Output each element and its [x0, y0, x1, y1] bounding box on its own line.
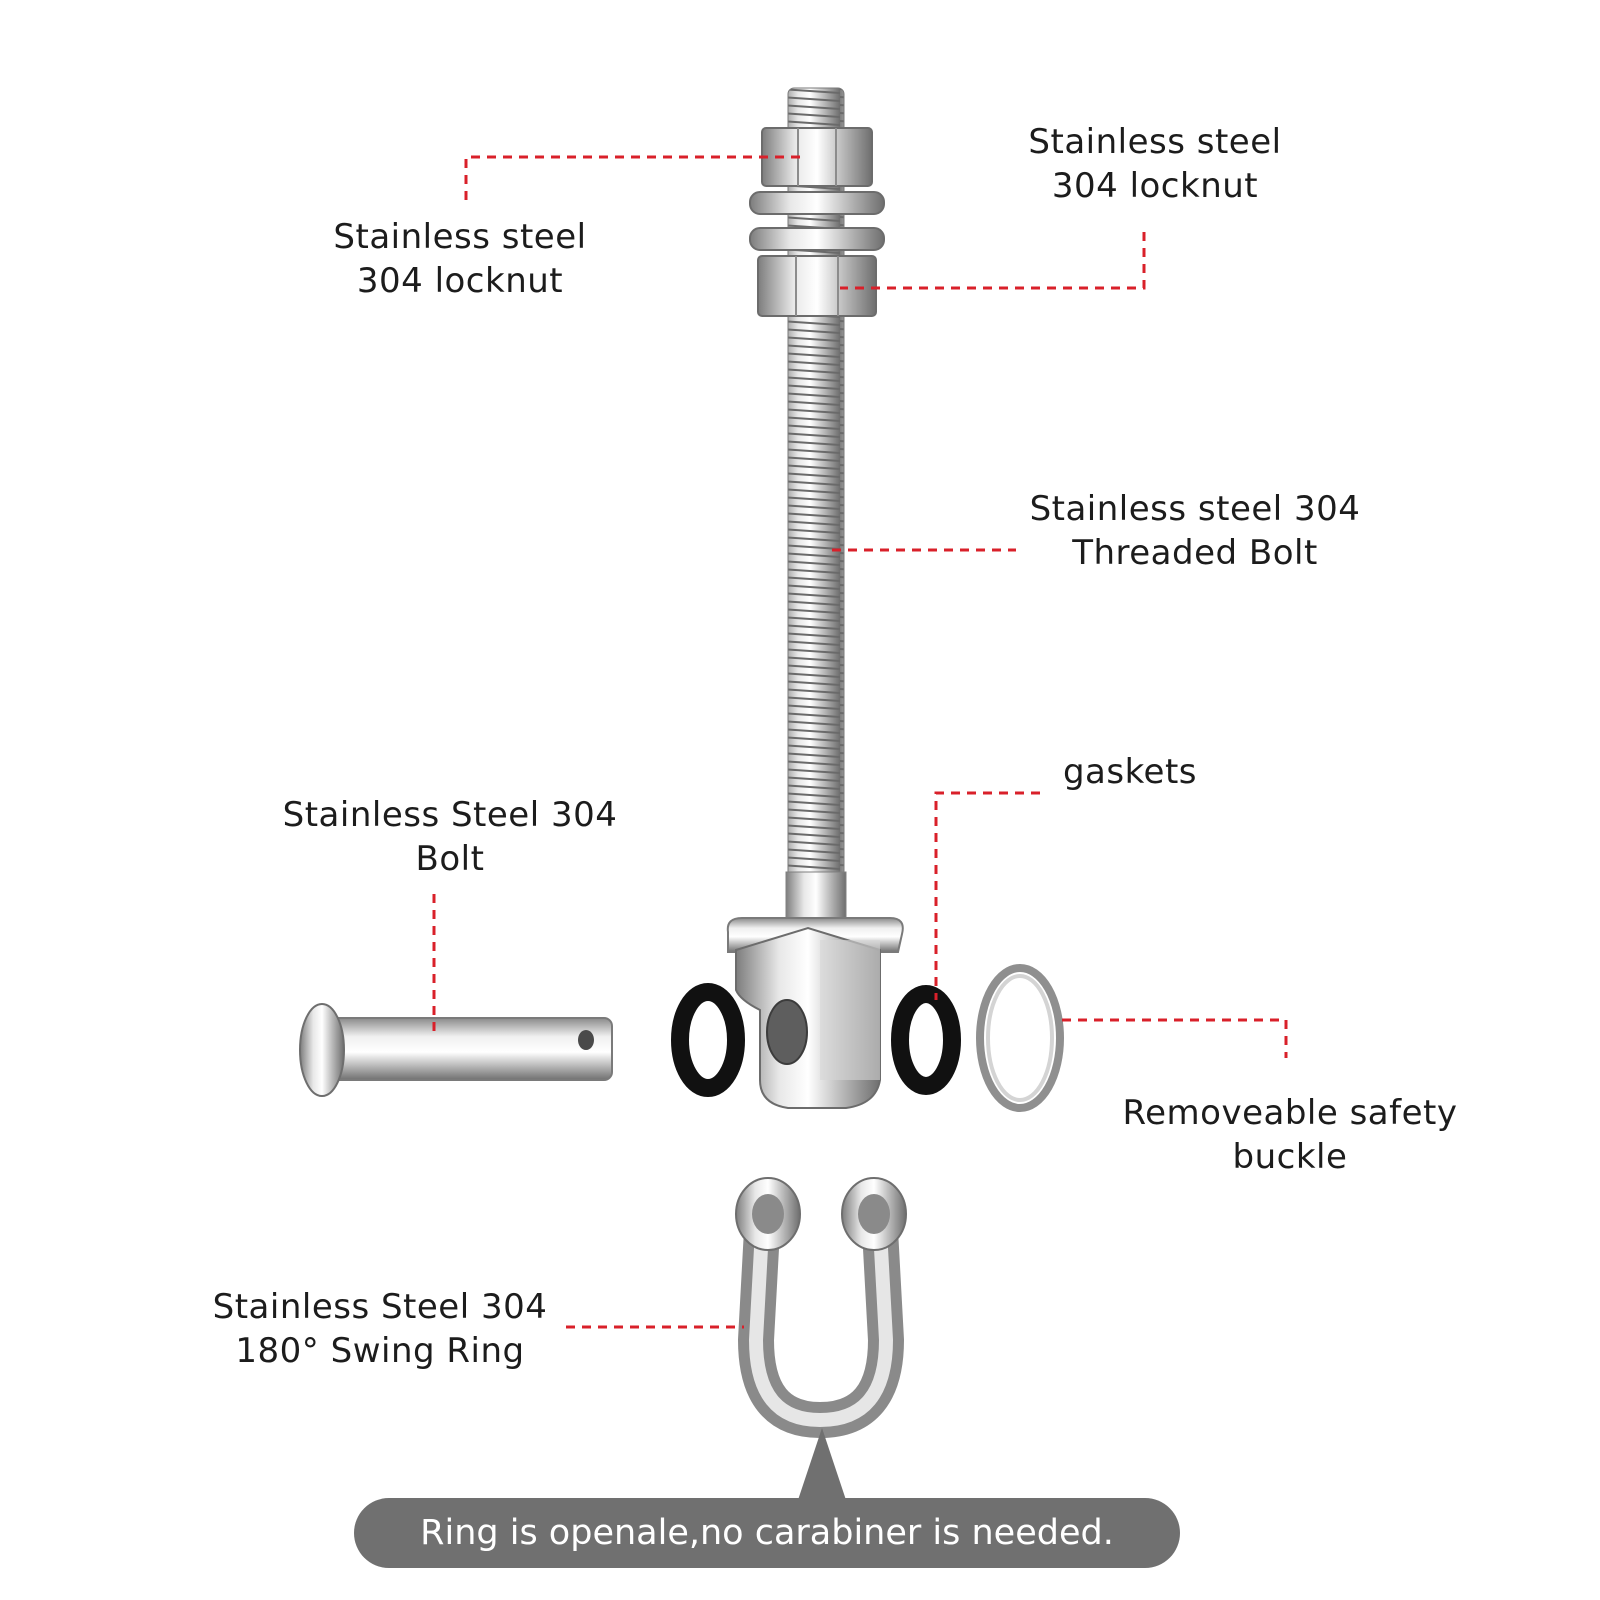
- leader-gaskets: [934, 791, 1040, 1000]
- safety-buckle: [976, 964, 1064, 1112]
- callout-note: Ring is openale,no carabiner is needed.: [354, 1498, 1180, 1568]
- swing-ring: [735, 1177, 907, 1439]
- label-threaded-bolt: Stainless steel 304 Threaded Bolt: [1029, 489, 1361, 573]
- leader-lower-locknut: [840, 232, 1146, 290]
- gaskets: [671, 983, 961, 1097]
- label-upper-locknut: Stainless steel 304 locknut: [333, 217, 587, 301]
- leader-safety-buckle: [1062, 1018, 1288, 1058]
- clevis-bracket: [726, 917, 904, 1109]
- label-gaskets: gaskets: [1062, 752, 1198, 792]
- leader-lines: [432, 155, 1288, 1329]
- lower-locknut: [757, 255, 877, 317]
- label-pin-bolt: Stainless Steel 304 Bolt: [282, 795, 618, 879]
- label-safety-buckle: Removeable safety buckle: [1122, 1093, 1458, 1177]
- callout-pointer: [798, 1428, 846, 1500]
- leader-upper-locknut: [464, 155, 800, 200]
- label-lower-locknut: Stainless steel 304 locknut: [1028, 122, 1282, 206]
- pin-bolt: [299, 1003, 613, 1097]
- washers: [749, 191, 885, 251]
- label-swing-ring: Stainless Steel 304 180° Swing Ring: [212, 1287, 548, 1371]
- callout-text: Ring is openale,no carabiner is needed.: [420, 1513, 1114, 1553]
